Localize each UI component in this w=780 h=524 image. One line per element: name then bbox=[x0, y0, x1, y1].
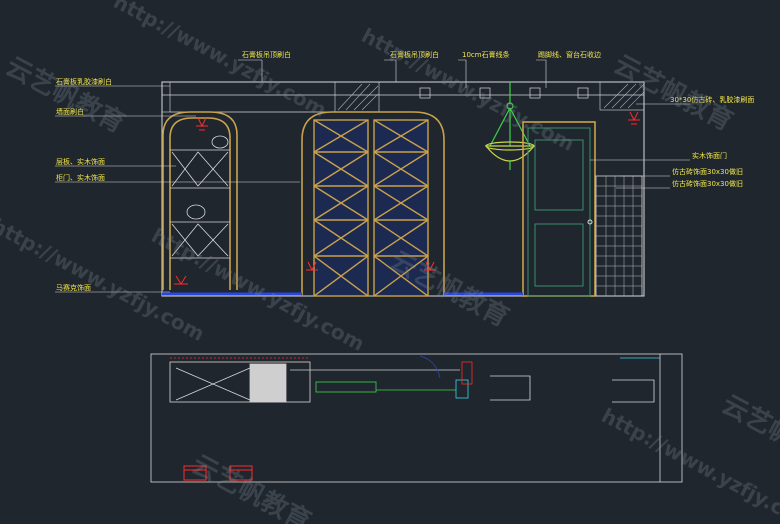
top-label: 石膏板吊顶刷白 bbox=[390, 50, 439, 59]
elevation-view bbox=[55, 59, 690, 297]
top-leaders bbox=[238, 59, 547, 88]
cabinet-lattice bbox=[313, 119, 429, 297]
watermark-url: http://www.yzfjy.com bbox=[110, 0, 331, 122]
right-leaders bbox=[590, 103, 690, 189]
watermark-brand: 云艺帆教育 bbox=[717, 389, 780, 477]
arched-bookshelf bbox=[162, 111, 238, 290]
right-label: 仿古砖饰面30x30做旧 bbox=[672, 179, 743, 188]
left-label: 墙面刷白 bbox=[56, 107, 84, 116]
right-label: 30*30仿古砖、乳胶漆刷面 bbox=[670, 95, 754, 104]
right-label-group: 30*30仿古砖、乳胶漆刷面 实木饰面门 仿古砖饰面30x30做旧 仿古砖饰面3… bbox=[670, 95, 754, 188]
top-label: 踢脚线、窗台石收边 bbox=[538, 50, 601, 59]
right-label: 实木饰面门 bbox=[692, 151, 727, 160]
watermark-brand: 云艺帆教育 bbox=[609, 49, 738, 137]
wine-cabinet bbox=[301, 111, 445, 297]
chandelier-icon bbox=[484, 82, 536, 170]
left-label: 马赛克饰面 bbox=[56, 283, 91, 292]
ceiling-hatch bbox=[161, 81, 645, 113]
left-label: 石膏板乳胶漆刷白 bbox=[56, 77, 112, 86]
plan-outline bbox=[150, 353, 683, 483]
top-label: 石膏板吊顶刷白 bbox=[242, 50, 291, 59]
bookshelf-shelves bbox=[170, 135, 230, 259]
top-label-group: 石膏板吊顶刷白 石膏板吊顶刷白 10cm石膏线条 踢脚线、窗台石收边 bbox=[242, 50, 601, 59]
left-label-group: 石膏板乳胶漆刷白 墙面刷白 层板、实木饰面 柜门、实木饰面 马赛克饰面 bbox=[56, 77, 112, 292]
left-label: 柜门、实木饰面 bbox=[56, 173, 105, 182]
watermark-brand: 云艺帆教育 bbox=[1, 51, 130, 139]
watermark-brand: 云艺帆教育 bbox=[187, 449, 316, 524]
plan-view bbox=[150, 353, 683, 483]
chair-icons bbox=[183, 465, 253, 481]
left-leaders bbox=[55, 85, 300, 293]
tile-panel bbox=[595, 175, 643, 297]
right-label: 仿古砖饰面30x30做旧 bbox=[672, 167, 743, 176]
left-label: 层板、实木饰面 bbox=[56, 157, 105, 166]
top-label: 10cm石膏线条 bbox=[462, 50, 510, 59]
wall-sconce-icons bbox=[174, 111, 640, 285]
door bbox=[522, 121, 596, 297]
